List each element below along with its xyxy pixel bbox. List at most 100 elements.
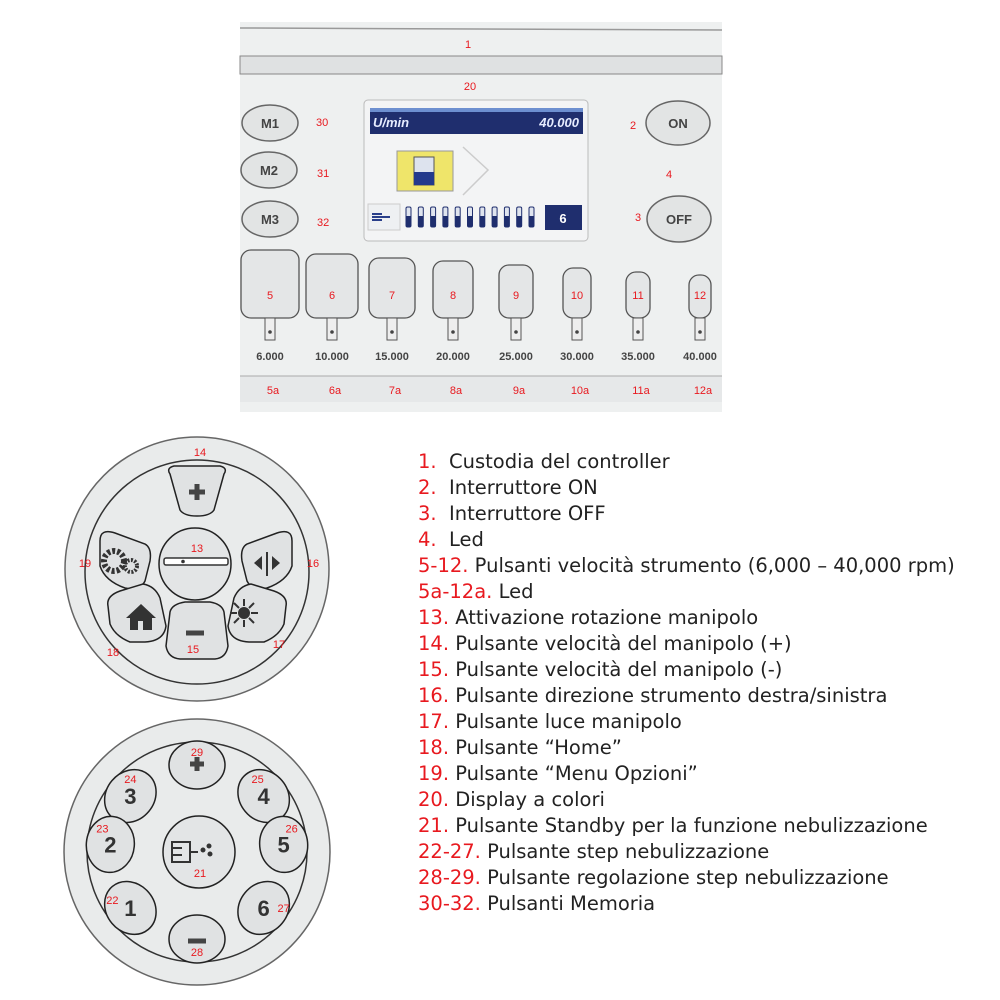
callout-4: 4 [666, 169, 672, 181]
legend-item: 17. Pulsante luce manipolo [418, 709, 988, 735]
callout-12: 12 [694, 290, 706, 302]
step-button-2[interactable]: 2 [84, 814, 137, 874]
legend-number: 15. [418, 658, 450, 681]
legend-item: 18. Pulsante “Home” [418, 735, 988, 761]
speed-button-8[interactable] [432, 260, 474, 341]
legend-item: 5a-12a. Led [418, 579, 988, 605]
step-button-6[interactable]: 6 [227, 871, 300, 945]
legend-text: Pulsante direzione strumento destra/sini… [455, 684, 888, 707]
legend-item: 19. Pulsante “Menu Opzioni” [418, 761, 988, 787]
speed-button-5[interactable] [240, 249, 300, 341]
display-speed: 40.000 [538, 115, 580, 130]
step-button-3[interactable]: 3 [94, 759, 167, 833]
legend-text: Led [449, 528, 484, 551]
legend-item: 5-12. Pulsanti velocità strumento (6,000… [418, 553, 988, 579]
settings-button[interactable] [99, 530, 152, 590]
legend-text: Attivazione rotazione manipolo [455, 606, 759, 629]
level-bar-fill [516, 216, 522, 227]
step-button-4[interactable]: 4 [227, 759, 300, 833]
legend-item: 16. Pulsante direzione strumento destra/… [418, 683, 988, 709]
speed-value: 35.000 [621, 351, 655, 363]
controller-panel: 1 20 M1 M2 M3 30 31 32 U/min 40.000 6 ON… [239, 22, 723, 412]
gears-icon [101, 548, 139, 574]
legend-text: Interruttore OFF [449, 502, 606, 525]
callout-5: 5 [267, 290, 273, 302]
display-unit: U/min [373, 115, 409, 130]
callout-8: 8 [450, 290, 456, 302]
home-icon [126, 604, 156, 630]
speed-value: 20.000 [436, 351, 470, 363]
legend-item: 13. Attivazione rotazione manipolo [418, 605, 988, 631]
speed-button-6[interactable] [305, 253, 359, 341]
rotation-activation-button[interactable] [158, 527, 232, 601]
step-button-1[interactable]: 1 [94, 871, 167, 945]
callout-19: 19 [79, 558, 91, 570]
callout-31: 31 [317, 168, 329, 180]
callout-16: 16 [307, 558, 319, 570]
step-label: 4 [258, 784, 271, 809]
direction-button[interactable] [240, 530, 293, 590]
legend-text: Custodia del controller [449, 450, 670, 473]
legend-text: Interruttore ON [449, 476, 598, 499]
level-bar-fill [529, 216, 534, 227]
step-button-5[interactable]: 5 [257, 814, 310, 874]
legend-item: 14. Pulsante velocità del manipolo (+) [418, 631, 988, 657]
nebulization-minus-button[interactable] [168, 914, 226, 964]
legend-item: 15. Pulsante velocità del manipolo (-) [418, 657, 988, 683]
legend-text: Pulsanti Memoria [487, 892, 656, 915]
speed-value: 15.000 [375, 351, 409, 363]
legend-number: 3. [418, 502, 437, 525]
speed-value: 25.000 [499, 351, 533, 363]
legend-item: 30-32. Pulsanti Memoria [418, 891, 988, 917]
legend-text: Pulsante “Menu Opzioni” [455, 762, 698, 785]
callout-30: 30 [316, 117, 328, 129]
callout-23: 23 [96, 823, 108, 835]
memory-button-m2[interactable]: M2 [240, 151, 298, 189]
callout-21: 21 [194, 868, 206, 880]
on-button[interactable]: ON [645, 100, 711, 146]
callout-20: 20 [464, 81, 476, 93]
light-button[interactable] [227, 583, 287, 643]
memory-label-m3: M3 [261, 212, 279, 227]
memory-button-m3[interactable]: M3 [241, 200, 299, 238]
speed-minus-button[interactable] [165, 601, 229, 660]
legend-number: 2. [418, 476, 437, 499]
step-label: 6 [258, 896, 270, 921]
speed-value: 10.000 [315, 351, 349, 363]
off-button[interactable]: OFF [646, 195, 712, 243]
callout-6: 6 [329, 290, 335, 302]
level-bar-fill [467, 216, 473, 227]
level-bar-fill [406, 216, 411, 227]
speed-value: 6.000 [256, 351, 284, 363]
level-bar-fill [504, 216, 510, 227]
nebulization-standby-button[interactable] [162, 815, 236, 889]
speed-button-12[interactable] [688, 274, 712, 341]
memory-label-m1: M1 [261, 116, 279, 131]
legend-item: 22-27. Pulsante step nebulizzazione [418, 839, 988, 865]
speed-button-10[interactable] [562, 267, 592, 341]
speed-led-12a: 12a [694, 385, 713, 397]
nebulization-plus-button[interactable] [168, 740, 226, 790]
callout-24: 24 [124, 774, 136, 786]
on-label: ON [668, 116, 688, 131]
speed-button-11[interactable] [625, 271, 651, 341]
legend-item: 3. Interruttore OFF [418, 501, 988, 527]
legend-number: 4. [418, 528, 437, 551]
legend-text: Pulsante “Home” [455, 736, 622, 759]
spray-icon [171, 841, 213, 863]
memory-button-m1[interactable]: M1 [241, 104, 299, 142]
speed-button-9[interactable] [498, 264, 534, 341]
legend-text: Pulsante step nebulizzazione [487, 840, 770, 863]
speed-button-7[interactable] [368, 257, 416, 341]
legend-number: 13. [418, 606, 450, 629]
sun-icon [230, 599, 258, 627]
memory-label-m2: M2 [260, 163, 278, 178]
callout-32: 32 [317, 217, 329, 229]
speed-plus-button[interactable] [167, 465, 227, 517]
callout-2: 2 [630, 120, 636, 132]
legend-item: 20. Display a colori [418, 787, 988, 813]
home-button[interactable] [107, 583, 167, 643]
callout-22: 22 [106, 895, 118, 907]
